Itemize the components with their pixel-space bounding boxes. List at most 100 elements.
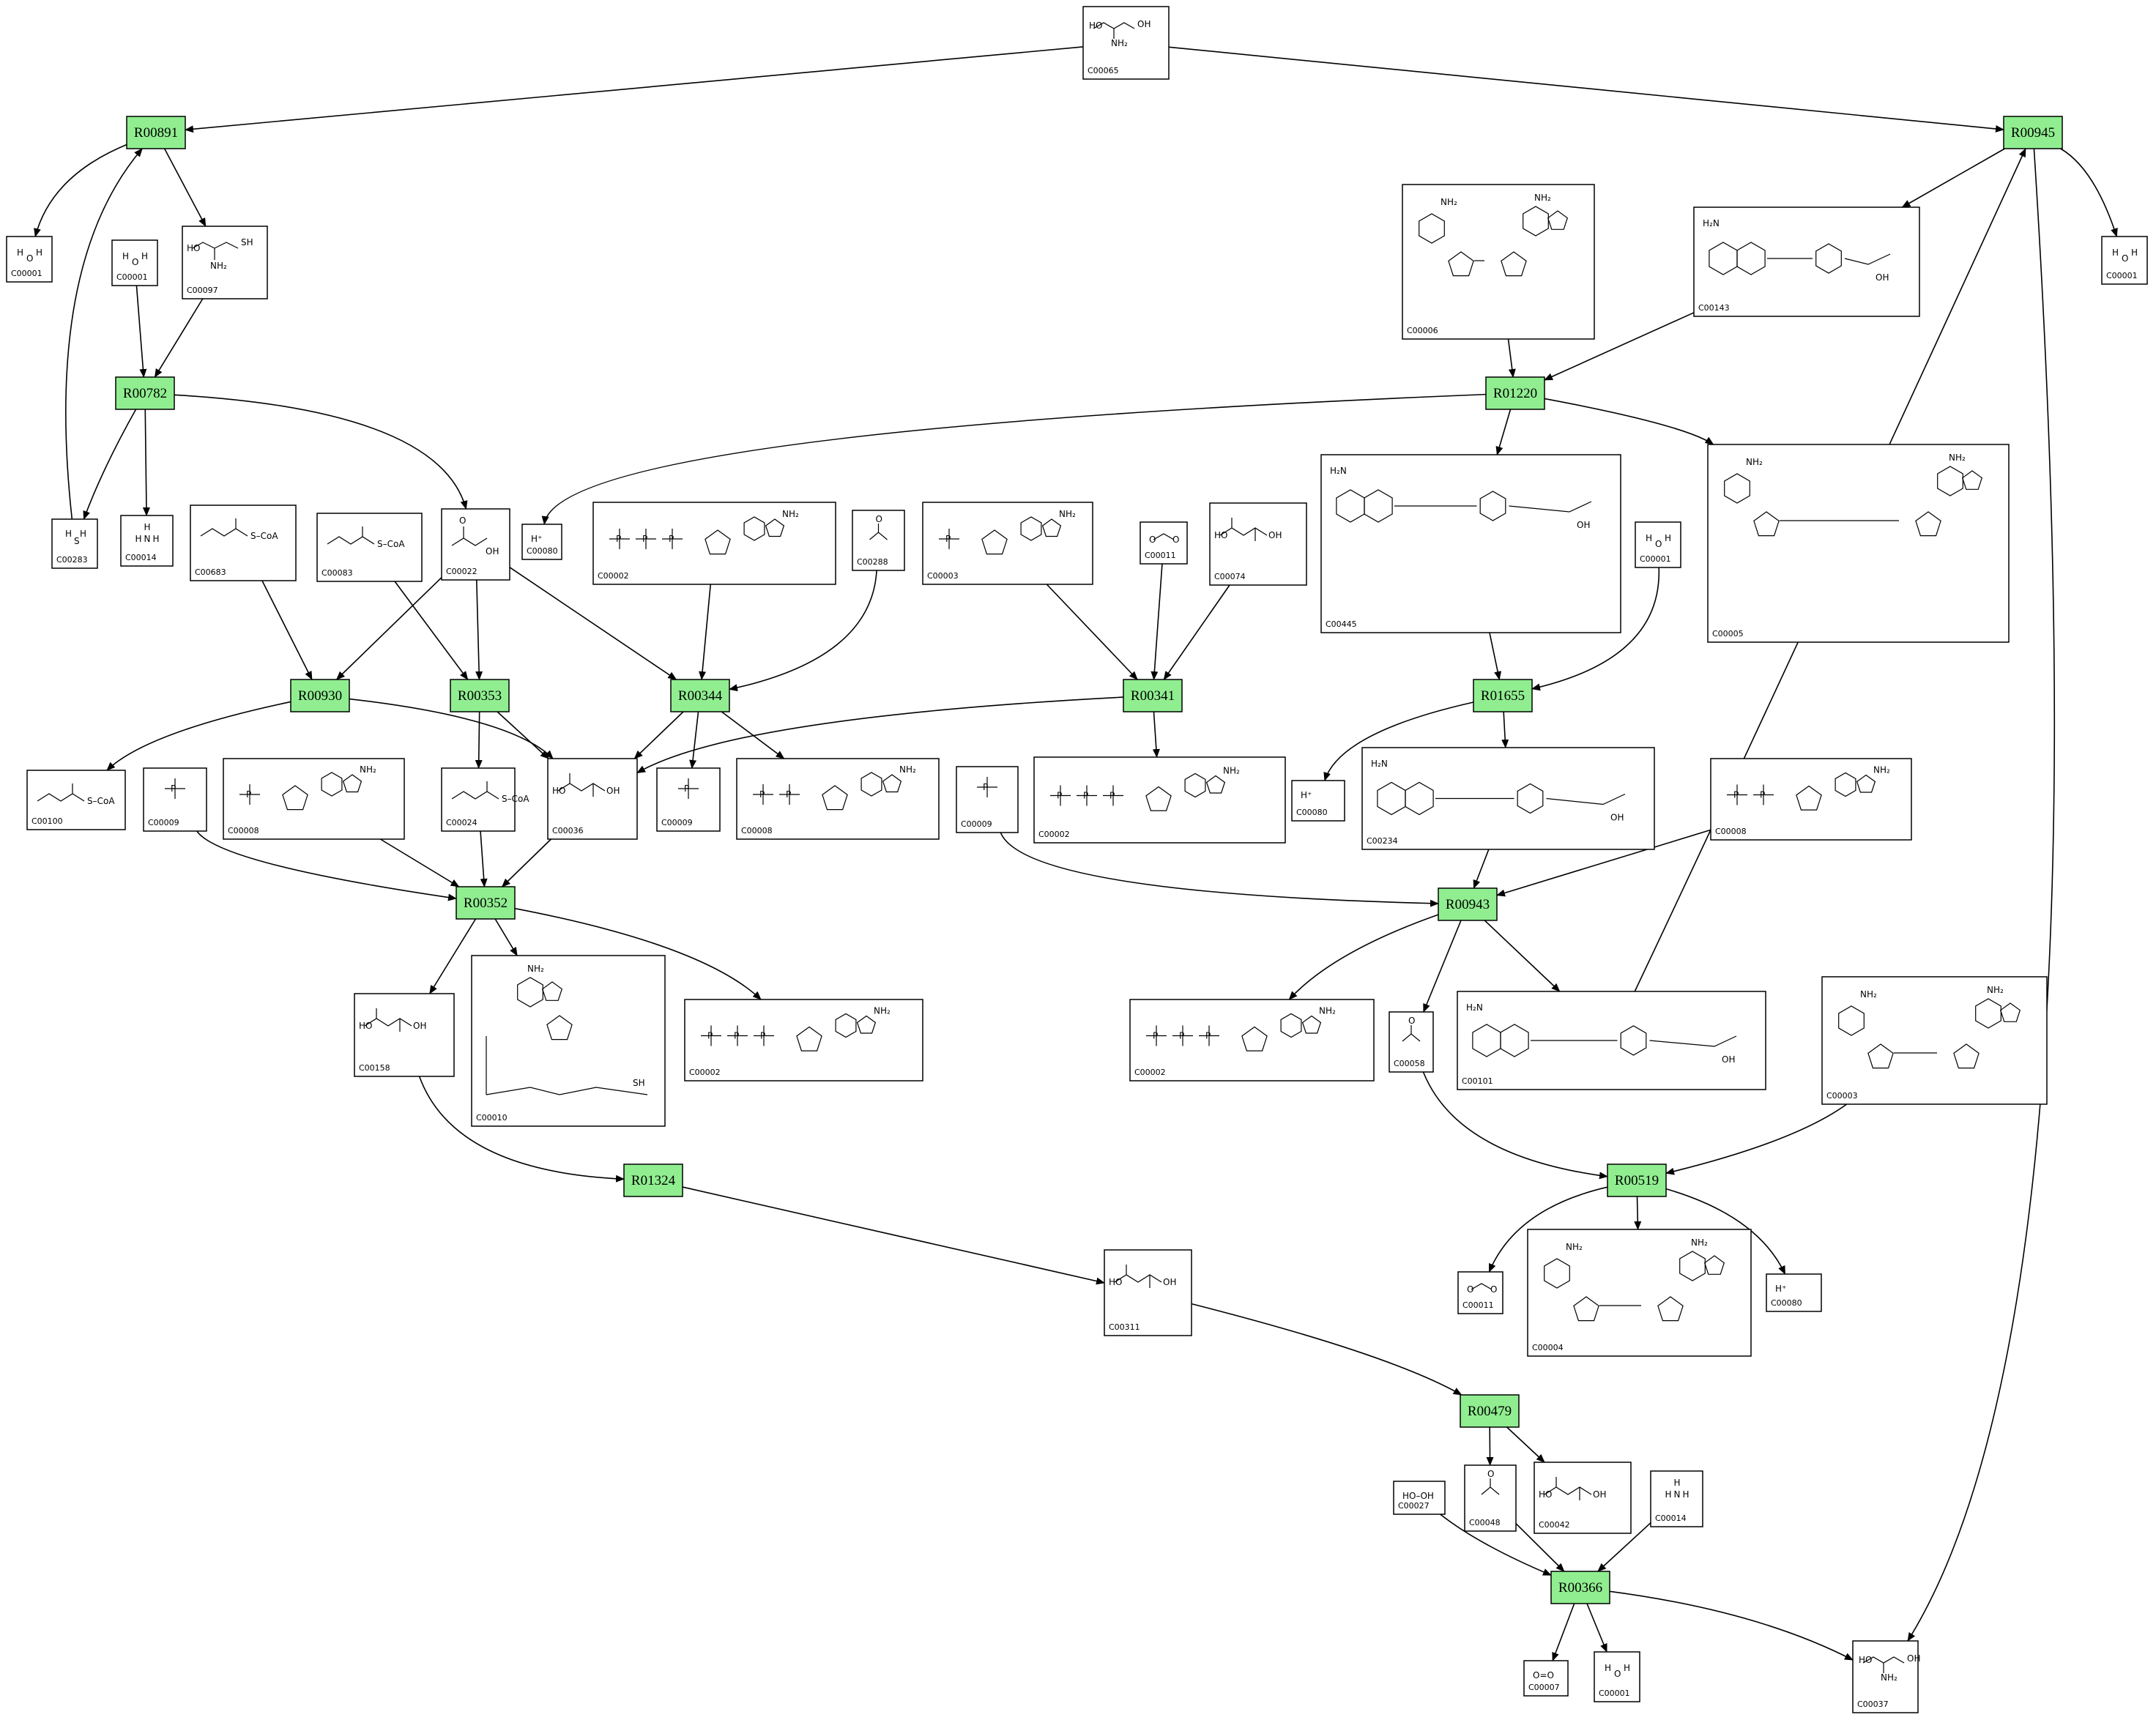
edge-R00352-to-C00158 [429, 918, 477, 994]
reaction-id: R01324 [631, 1173, 676, 1188]
edge-C00058-to-R00519 [1422, 1071, 1608, 1180]
reaction-r00344[interactable]: R00344 [670, 679, 730, 712]
compound-c00001[interactable]: HOH C00001 [2101, 236, 2148, 285]
compound-c00080[interactable]: H⁺C00080 [1291, 780, 1345, 822]
svg-text:H: H [1646, 533, 1652, 543]
svg-text:O: O [1490, 1284, 1497, 1295]
compound-id: C00008 [741, 826, 773, 835]
svg-text:O: O [2122, 253, 2128, 264]
svg-text:NH₂: NH₂ [527, 964, 544, 974]
svg-text:HO: HO [1089, 21, 1102, 31]
reaction-r00930[interactable]: R00930 [290, 679, 350, 712]
reaction-r00479[interactable]: R00479 [1460, 1394, 1520, 1428]
svg-text:H₂N: H₂N [1466, 1002, 1483, 1013]
reaction-r00891[interactable]: R00891 [126, 116, 186, 149]
reaction-r01324[interactable]: R01324 [623, 1164, 683, 1197]
compound-id: C00008 [228, 826, 259, 835]
structure-drawing: HOH [122, 251, 148, 267]
compound-id: C00001 [2106, 271, 2138, 280]
svg-text:P: P [1057, 791, 1062, 801]
svg-text:P: P [642, 534, 647, 544]
svg-text:NH₂: NH₂ [1873, 765, 1890, 775]
reaction-id: R00945 [2011, 125, 2055, 141]
svg-text:NH₂: NH₂ [1111, 38, 1128, 48]
compound-id: C00445 [1326, 619, 1357, 629]
reaction-r00945[interactable]: R00945 [2003, 116, 2063, 149]
reaction-r00366[interactable]: R00366 [1550, 1571, 1610, 1604]
reaction-box [1550, 1571, 1610, 1604]
reaction-r00352[interactable]: R00352 [456, 886, 516, 920]
edge-C00074-to-R00341 [1163, 584, 1230, 680]
compound-box [1457, 1271, 1503, 1314]
compound-box [1527, 1229, 1752, 1357]
compound-id: C00080 [527, 546, 558, 556]
compound-c00080[interactable]: H⁺C00080 [521, 524, 562, 560]
reaction-box [115, 376, 175, 410]
structure-drawing: HOH [2112, 247, 2138, 264]
reaction-r01220[interactable]: R01220 [1485, 376, 1545, 410]
compound-id: C00143 [1698, 303, 1730, 313]
reaction-r00782[interactable]: R00782 [115, 376, 175, 410]
compound-c00080[interactable]: H⁺C00080 [1766, 1273, 1822, 1312]
reaction-box [450, 679, 510, 712]
reaction-r00943[interactable]: R00943 [1438, 887, 1498, 921]
svg-text:HO: HO [187, 243, 200, 253]
reaction-r00519[interactable]: R00519 [1607, 1164, 1667, 1197]
reaction-r00341[interactable]: R00341 [1123, 679, 1183, 712]
edge-R01220-to-C00445 [1495, 409, 1512, 455]
compound-id: C00014 [125, 553, 157, 562]
reaction-r00353[interactable]: R00353 [450, 679, 510, 712]
reaction-r01655[interactable]: R01655 [1473, 679, 1533, 712]
compound-id: C00037 [1857, 1699, 1889, 1709]
